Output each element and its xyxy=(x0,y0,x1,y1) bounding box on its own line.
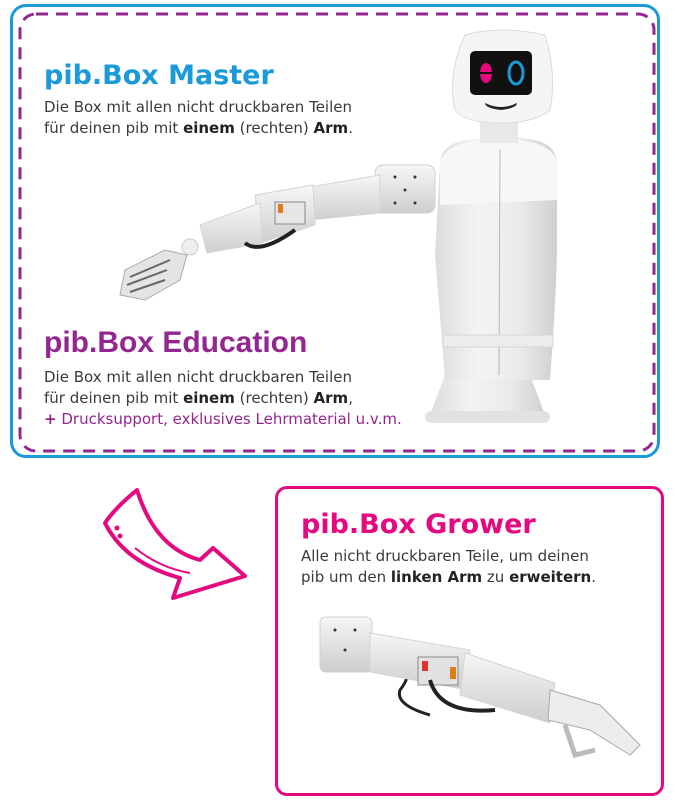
education-extras: + Drucksupport, exklusives Lehrmaterial … xyxy=(44,410,402,428)
master-education-box xyxy=(10,4,660,458)
master-desc-line2: für deinen pib mit einem (rechten) Arm. xyxy=(44,119,353,137)
grower-title: pib.Box Grower xyxy=(301,509,536,540)
hand-drawn-arrow-icon xyxy=(103,488,247,600)
master-desc-line1: Die Box mit allen nicht druckbaren Teile… xyxy=(44,98,352,116)
pib-robot-image xyxy=(119,29,557,423)
master-title: pib.Box Master xyxy=(44,60,274,91)
plus-icon: + xyxy=(44,410,57,428)
grower-box xyxy=(275,486,664,796)
robot-left-arm-image xyxy=(319,616,641,758)
education-description: Die Box mit allen nicht druckbaren Teile… xyxy=(44,367,402,430)
grower-desc-line1: Alle nicht druckbaren Teile, um deinen xyxy=(301,547,589,565)
education-desc-line1: Die Box mit allen nicht druckbaren Teile… xyxy=(44,368,352,386)
education-dashed-border xyxy=(18,12,656,453)
education-desc-line2: für deinen pib mit einem (rechten) Arm, xyxy=(44,389,353,407)
grower-desc-line2: pib um den linken Arm zu erweitern. xyxy=(301,568,597,586)
education-title: pib.Box Education xyxy=(44,326,308,359)
grower-description: Alle nicht druckbaren Teile, um deinen p… xyxy=(301,546,596,588)
master-description: Die Box mit allen nicht druckbaren Teile… xyxy=(44,97,353,139)
